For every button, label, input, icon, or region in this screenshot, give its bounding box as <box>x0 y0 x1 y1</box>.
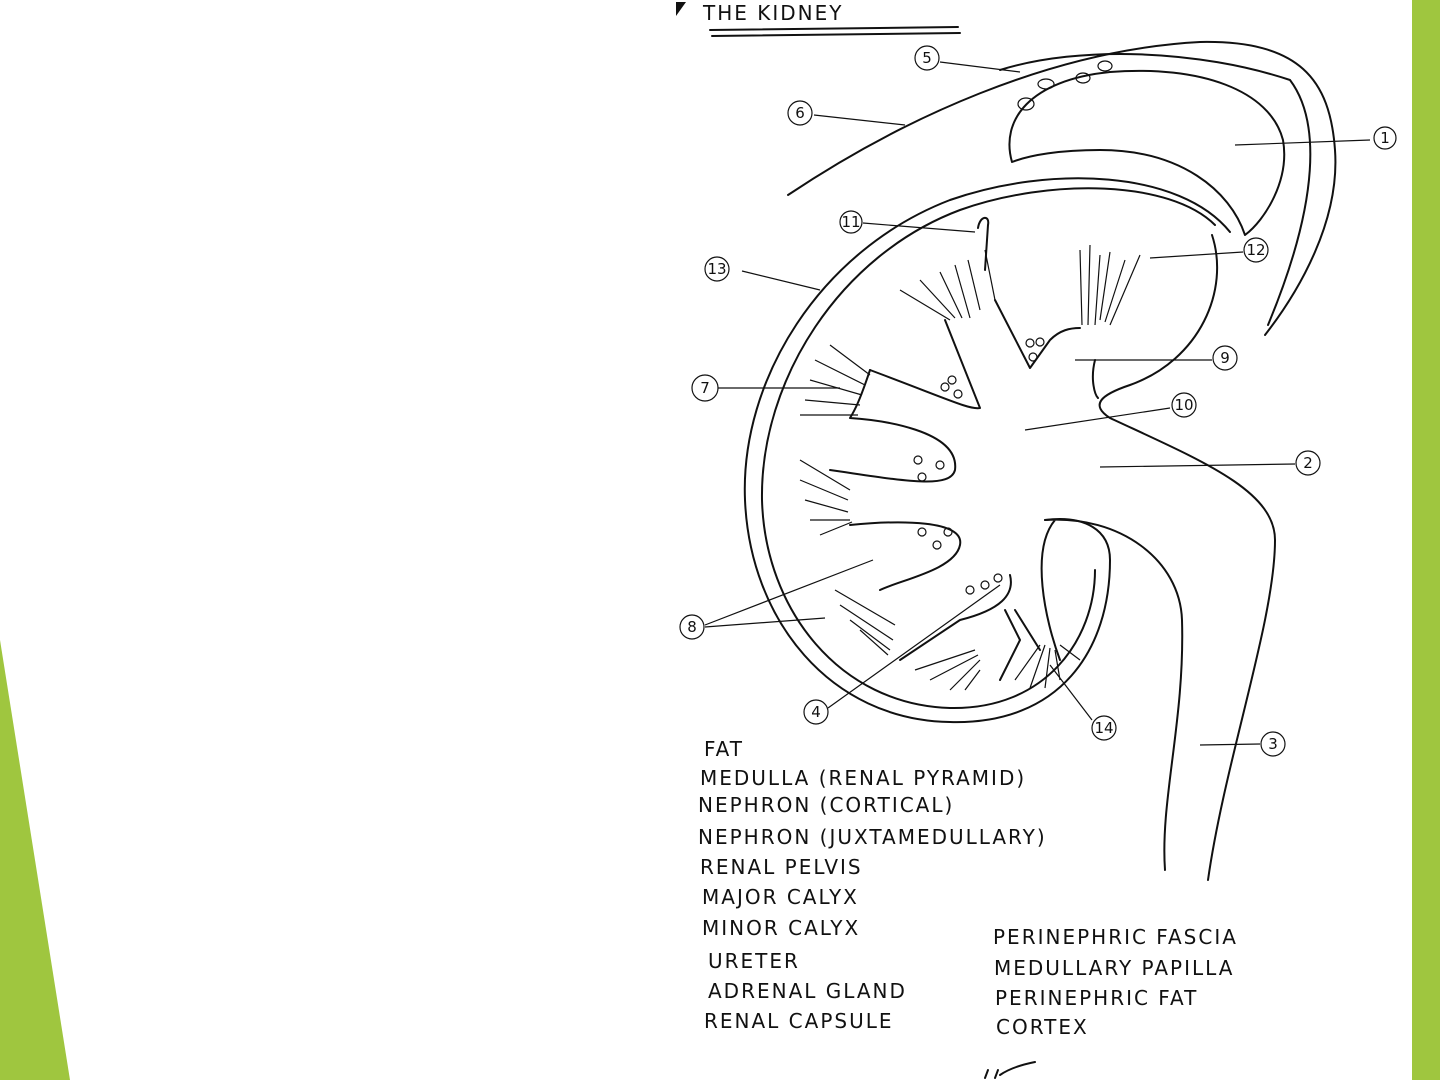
callout-7: 7 <box>691 374 719 402</box>
callout-8: 8 <box>679 614 705 640</box>
callout-4: 4 <box>803 699 829 725</box>
svg-text:10: 10 <box>1174 396 1193 414</box>
legend-item: NEPHRON (JUXTAMEDULLARY) <box>698 825 1047 849</box>
renal-capsule <box>743 177 1231 724</box>
callout-10: 10 <box>1171 392 1197 418</box>
callout-5: 5 <box>914 45 940 71</box>
legend-item: ADRENAL GLAND <box>708 979 907 1003</box>
svg-text:13: 13 <box>707 260 726 278</box>
legend-item: FAT <box>704 737 744 761</box>
legend-left: FAT MEDULLA (RENAL PYRAMID) NEPHRON (COR… <box>698 737 1047 1033</box>
diagram-title: THE KIDNEY <box>702 1 843 25</box>
legend-item: RENAL CAPSULE <box>704 1009 894 1033</box>
renal-pelvis-ureter <box>1098 234 1276 881</box>
callout-14: 14 <box>1091 715 1117 741</box>
green-accent-strip <box>1412 0 1440 1080</box>
callout-11: 11 <box>839 210 863 234</box>
svg-text:12: 12 <box>1246 241 1265 259</box>
perinephric-fascia <box>787 40 1337 336</box>
legend-item: NEPHRON (CORTICAL) <box>698 793 954 817</box>
callout-2: 2 <box>1295 450 1321 476</box>
leader-lines <box>704 61 1371 746</box>
handwritten-mark <box>984 1061 1036 1079</box>
legend-item: RENAL PELVIS <box>700 855 863 879</box>
legend-item: MEDULLARY PAPILLA <box>994 956 1234 980</box>
legend-item: PERINEPHRIC FAT <box>995 986 1198 1010</box>
legend-item: CORTEX <box>996 1015 1089 1039</box>
callout-3: 3 <box>1260 731 1286 757</box>
legend-item: MINOR CALYX <box>702 916 860 940</box>
adrenal-gland <box>1008 69 1286 236</box>
svg-text:5: 5 <box>922 49 932 67</box>
renal-pyramids <box>799 244 1141 691</box>
svg-text:2: 2 <box>1303 454 1313 472</box>
legend-item: MEDULLA (RENAL PYRAMID) <box>700 766 1026 790</box>
svg-text:8: 8 <box>687 618 697 636</box>
minor-calyx <box>869 319 981 410</box>
svg-text:4: 4 <box>811 703 821 721</box>
svg-text:11: 11 <box>841 213 860 231</box>
callout-6: 6 <box>787 100 813 126</box>
legend-item: URETER <box>708 949 800 973</box>
svg-text:3: 3 <box>1268 735 1278 753</box>
legend-item: MAJOR CALYX <box>702 885 859 909</box>
callout-9: 9 <box>1212 345 1238 371</box>
svg-text:6: 6 <box>795 104 805 122</box>
green-accent-wedge <box>0 640 70 1080</box>
legend-item: PERINEPHRIC FASCIA <box>993 925 1238 949</box>
legend-right: PERINEPHRIC FASCIA MEDULLARY PAPILLA PER… <box>993 925 1238 1039</box>
callout-12: 12 <box>1243 237 1269 263</box>
callout-1: 1 <box>1373 126 1397 150</box>
title-underline <box>709 26 959 31</box>
corner-mark <box>676 2 686 16</box>
svg-text:1: 1 <box>1380 129 1390 147</box>
callout-13: 13 <box>704 256 730 282</box>
svg-text:9: 9 <box>1220 349 1230 367</box>
svg-text:14: 14 <box>1094 719 1113 737</box>
svg-text:7: 7 <box>700 379 710 397</box>
